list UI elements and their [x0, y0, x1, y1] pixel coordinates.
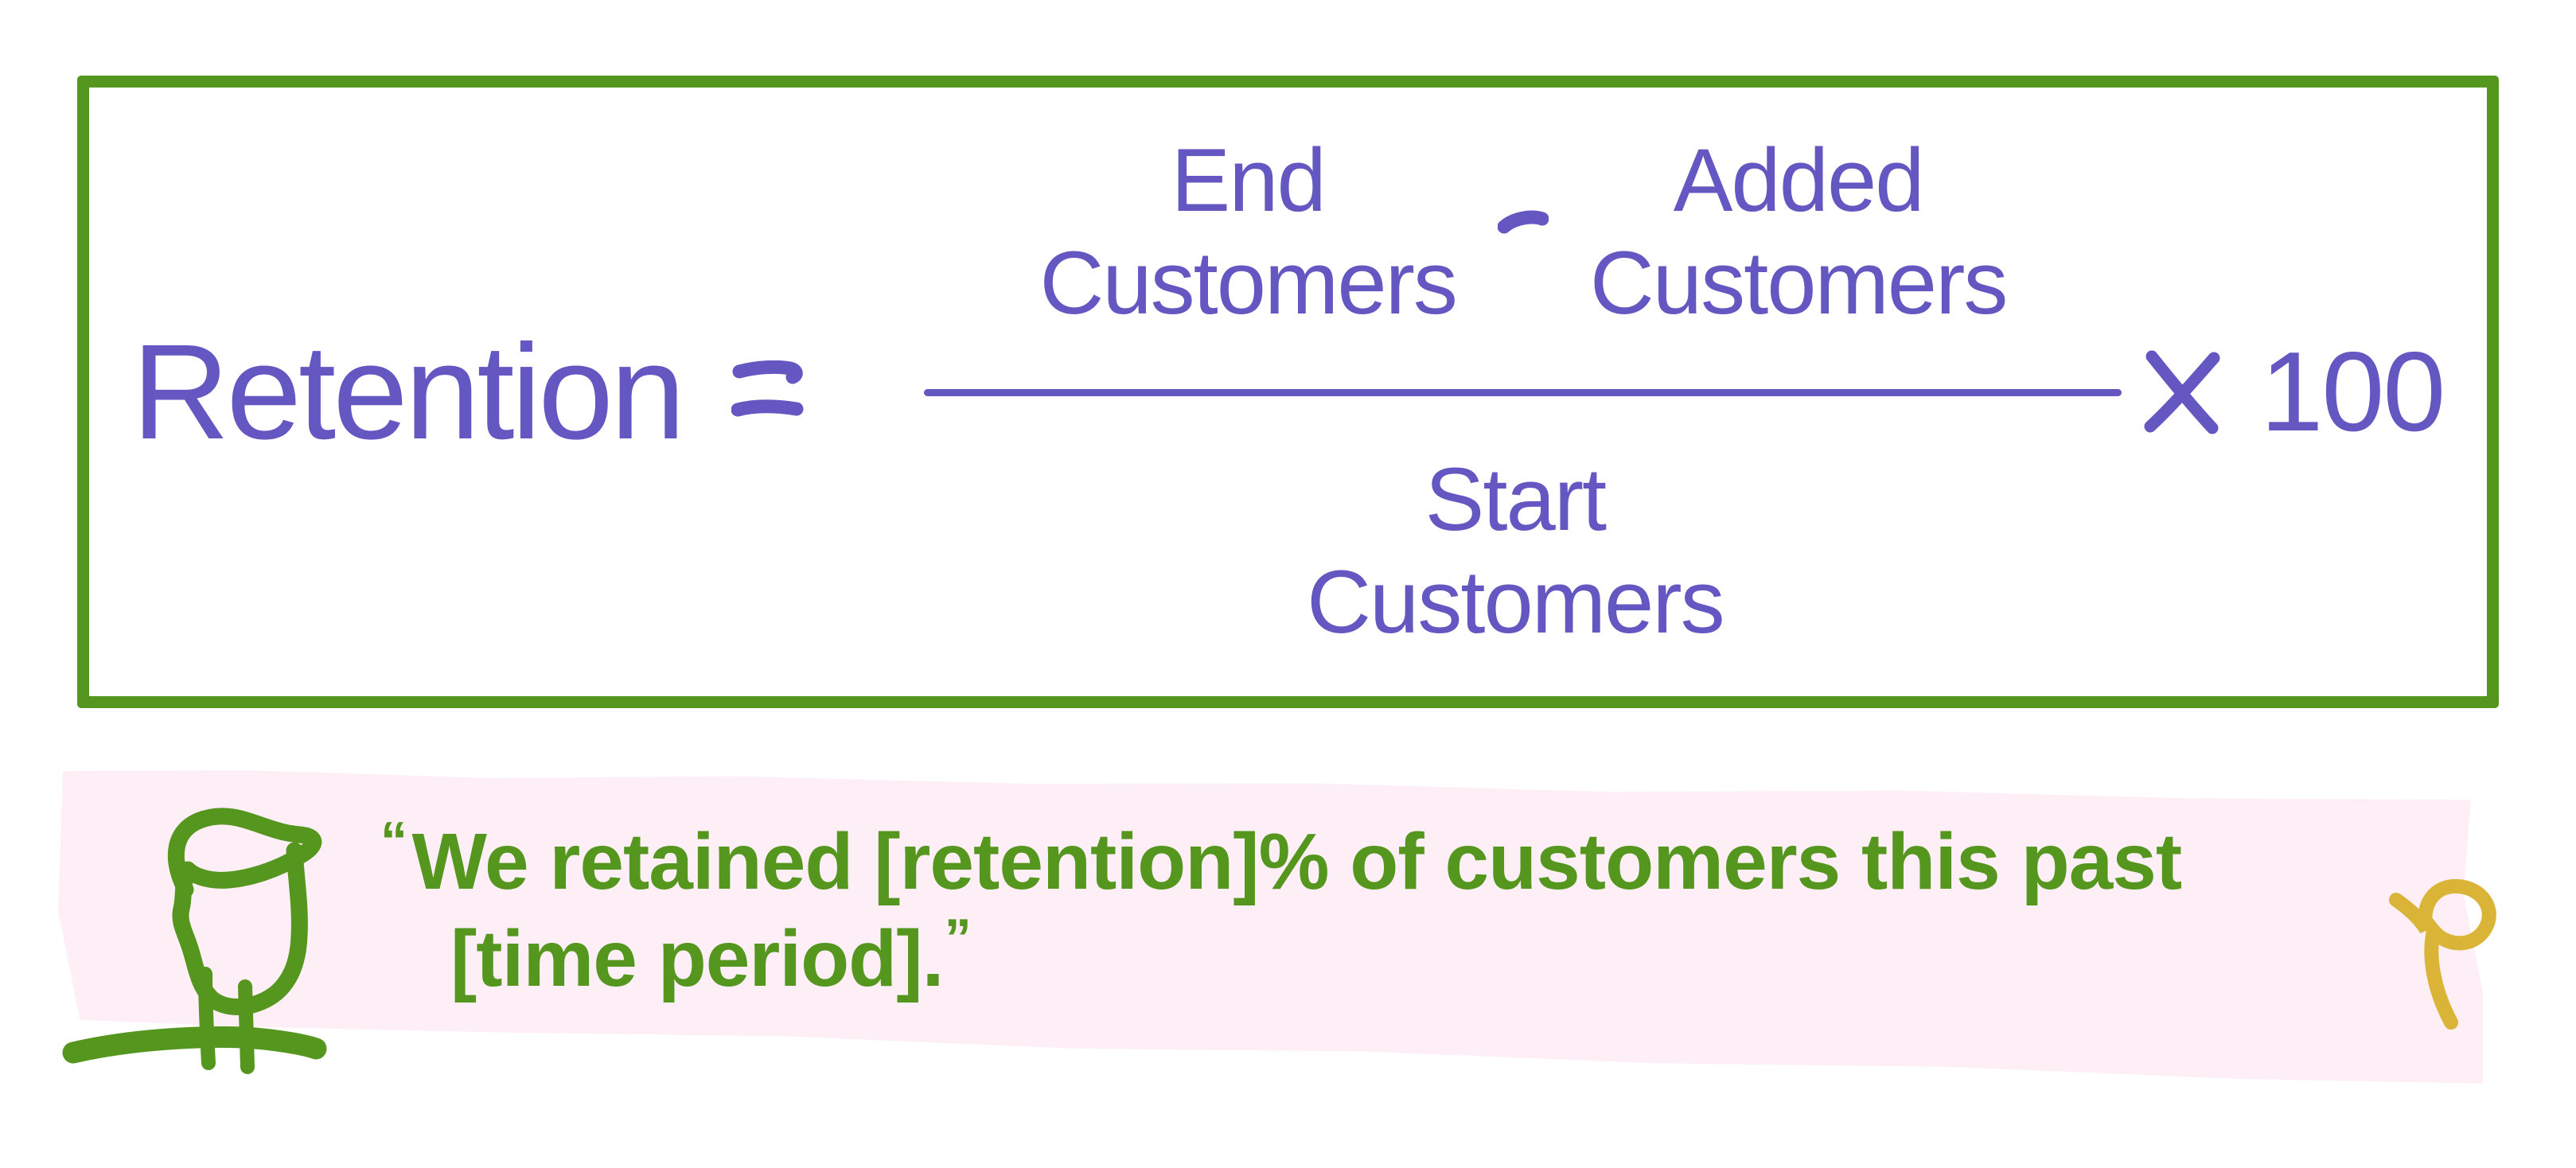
quote-line1: We retained [retention]% of customers th… — [411, 817, 2182, 906]
start-customers-term: Start Customers — [1307, 449, 1724, 654]
formula-result-label: Retention — [131, 316, 686, 468]
formula-multiplier: 100 — [2260, 328, 2445, 455]
retention-formula: Retention End Customers Added Cust — [131, 130, 2446, 653]
fraction-numerator: End Customers Added Customers — [1039, 130, 2008, 335]
end-customers-term: End Customers — [1039, 130, 1457, 335]
added-customers-line1: Added — [1673, 130, 1925, 231]
open-quote-mark: “ — [380, 810, 407, 871]
close-quote-mark: ” — [944, 907, 972, 968]
added-customers-line2: Customers — [1589, 233, 2008, 333]
fraction-bar — [924, 389, 2122, 396]
quote-line2: [time period]. — [450, 914, 944, 1003]
ground-stroke-icon — [62, 1026, 327, 1064]
end-customers-line1: End — [1171, 130, 1327, 231]
formula-fraction: End Customers Added Customers Start Cust… — [924, 130, 2122, 653]
start-customers-line2: Customers — [1307, 551, 1724, 652]
minus-sign-icon — [1497, 210, 1549, 234]
quote-paper-strip — [58, 770, 2483, 1084]
quote-text: “We retained [retention]% of customers t… — [380, 813, 2306, 1007]
start-customers-line1: Start — [1424, 450, 1608, 549]
formula-box: Retention End Customers Added Cust — [77, 76, 2499, 708]
equals-sign-icon — [731, 360, 804, 416]
multiply-sign-icon — [2144, 350, 2220, 434]
end-customers-line2: Customers — [1039, 233, 1457, 333]
added-customers-term: Added Customers — [1589, 130, 2008, 335]
